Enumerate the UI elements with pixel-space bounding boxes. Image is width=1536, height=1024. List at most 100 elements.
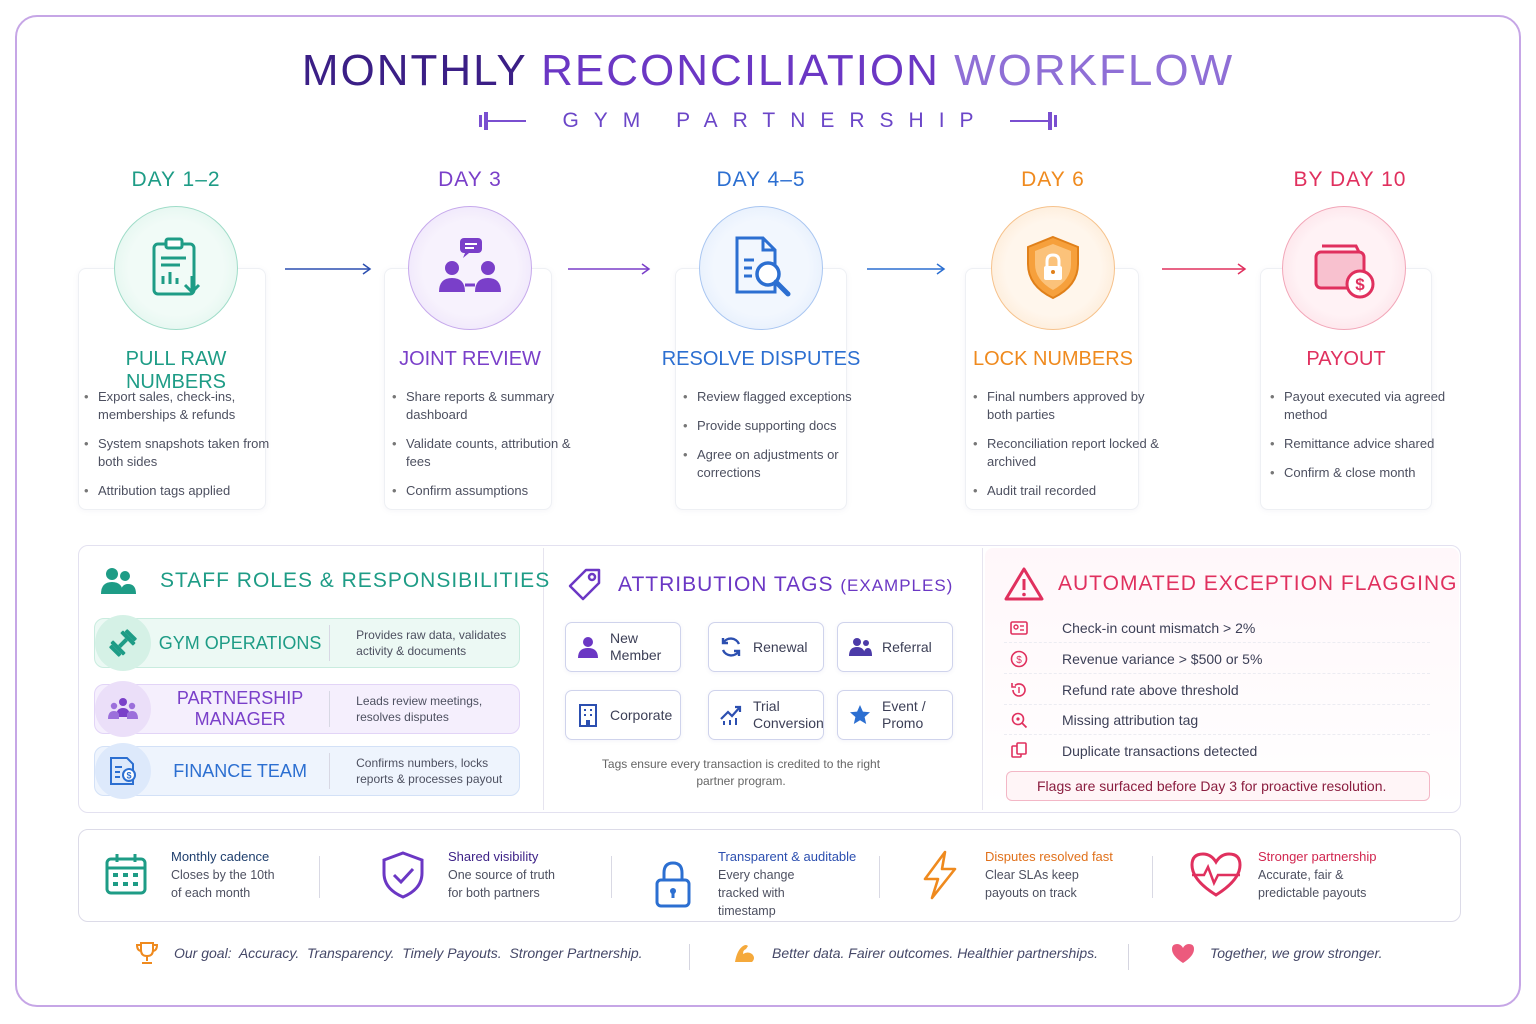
building-icon bbox=[579, 704, 597, 727]
step-bullets: Review flagged exceptions Provide suppor… bbox=[683, 388, 879, 493]
step-bullet: Attribution tags applied bbox=[84, 482, 280, 500]
step-bullet: Share reports & summary dashboard bbox=[392, 388, 588, 424]
arrow-right-icon bbox=[1162, 263, 1247, 275]
benefit-separator bbox=[611, 856, 612, 898]
step-day: DAY 4–5 bbox=[716, 168, 806, 191]
svg-text:$: $ bbox=[1355, 275, 1365, 294]
tag-label: Trial Conversion bbox=[753, 698, 824, 731]
role-name: FINANCE TEAM bbox=[173, 760, 307, 781]
attribution-tags-heading: ATTRIBUTION TAGS (EXAMPLES) bbox=[566, 566, 953, 604]
attribution-tags-title-text: ATTRIBUTION TAGS bbox=[618, 573, 834, 596]
role-gym-operations: GYM OPERATIONS Provides raw data, valida… bbox=[94, 615, 520, 671]
benefit-disputes-resolved: Disputes resolved fast Clear SLAs keep p… bbox=[917, 848, 1113, 902]
tag-label: Corporate bbox=[610, 706, 673, 723]
exception-row: $ Revenue variance > $500 or 5% bbox=[1004, 644, 1430, 674]
tag-label: Referral bbox=[882, 638, 932, 655]
duplicate-icon bbox=[1004, 739, 1034, 763]
section-divider bbox=[543, 548, 544, 810]
benefit-shared-visibility: Shared visibility One source of truth fo… bbox=[380, 848, 566, 902]
page-title: MONTHLY RECONCILIATION WORKFLOW bbox=[0, 46, 1536, 96]
shield-check-icon bbox=[382, 851, 424, 899]
step-day: DAY 1–2 bbox=[131, 168, 221, 191]
step-bullet: Final numbers approved by both parties bbox=[973, 388, 1169, 424]
tag-renewal[interactable]: Renewal bbox=[708, 622, 824, 672]
revenue-icon: $ bbox=[1004, 647, 1034, 671]
step-bullet: Confirm & close month bbox=[1270, 464, 1466, 482]
footer-goal: Our goal: Accuracy. Transparency. Timely… bbox=[134, 940, 643, 966]
role-finance-team: $ FINANCE TEAM Confirms numbers, locks r… bbox=[94, 743, 520, 799]
role-separator bbox=[329, 691, 331, 727]
exception-text: Missing attribution tag bbox=[1062, 711, 1199, 728]
step-title: LOCK NUMBERS bbox=[972, 348, 1134, 370]
role-separator bbox=[329, 753, 331, 789]
exception-text: Check-in count mismatch > 2% bbox=[1062, 619, 1256, 636]
wallet-dollar-icon: $ bbox=[1282, 206, 1406, 330]
benefit-separator bbox=[1152, 856, 1153, 898]
staff-roles-heading: STAFF ROLES & RESPONSIBILITIES bbox=[100, 566, 550, 596]
clipboard-chart-icon bbox=[114, 206, 238, 330]
heart-icon bbox=[1172, 944, 1194, 963]
step-bullet: Agree on adjustments or corrections bbox=[683, 446, 879, 482]
team-icon bbox=[101, 568, 136, 594]
tag-icon bbox=[568, 568, 601, 601]
benefit-description: Accurate, fair & predictable payouts bbox=[1258, 868, 1367, 900]
id-card-icon bbox=[1004, 616, 1034, 640]
document-search-icon bbox=[699, 206, 823, 330]
footer-tagline: Better data. Fairer outcomes. Healthier … bbox=[732, 940, 1098, 966]
trend-up-icon bbox=[720, 705, 742, 725]
benefit-title: Monthly cadence bbox=[171, 849, 270, 864]
benefit-title: Transparent & auditable bbox=[718, 849, 857, 864]
benefit-description: Every change tracked with timestamp bbox=[718, 868, 795, 918]
tag-label: Renewal bbox=[753, 638, 808, 655]
dumbbell-left-icon bbox=[479, 112, 527, 130]
tag-new-member[interactable]: New Member bbox=[565, 622, 681, 672]
exception-panel-background bbox=[985, 548, 1459, 810]
subtitle-text: GYM PARTNERSHIP bbox=[562, 109, 989, 132]
benefit-separator bbox=[879, 856, 880, 898]
staff-roles-title: STAFF ROLES & RESPONSIBILITIES bbox=[160, 569, 551, 592]
tag-trial-conversion[interactable]: Trial Conversion bbox=[708, 690, 824, 740]
step-bullet: Audit trail recorded bbox=[973, 482, 1169, 500]
title-part-monthly: MONTHLY bbox=[301, 46, 527, 95]
tags-note: Tags ensure every transaction is credite… bbox=[601, 757, 881, 788]
step-bullet: Provide supporting docs bbox=[683, 417, 879, 435]
tag-corporate[interactable]: Corporate bbox=[565, 690, 681, 740]
step-bullets: Payout executed via agreed method Remitt… bbox=[1270, 388, 1466, 493]
page-subtitle: GYM PARTNERSHIP bbox=[0, 104, 1536, 138]
exception-row: Missing attribution tag bbox=[1004, 705, 1430, 735]
svg-text:$: $ bbox=[126, 771, 131, 781]
step-bullet: Reconciliation report locked & archived bbox=[973, 435, 1169, 471]
footer-closing: Together, we grow stronger. bbox=[1170, 940, 1383, 966]
tag-label: Event / Promo bbox=[882, 698, 926, 731]
padlock-icon bbox=[655, 861, 691, 908]
footer-text: Better data. Fairer outcomes. Healthier … bbox=[772, 945, 1099, 961]
tag-referral[interactable]: Referral bbox=[837, 622, 953, 672]
benefit-description: One source of truth for both partners bbox=[448, 868, 556, 900]
person-icon bbox=[578, 637, 598, 658]
exception-row: Duplicate transactions detected bbox=[1004, 736, 1430, 766]
benefit-title: Disputes resolved fast bbox=[985, 849, 1113, 864]
tag-event-promo[interactable]: Event / Promo bbox=[837, 690, 953, 740]
footer-separator bbox=[1128, 944, 1129, 970]
exception-flagging-title: AUTOMATED EXCEPTION FLAGGING bbox=[1058, 572, 1458, 595]
lightning-icon bbox=[923, 850, 957, 900]
star-icon bbox=[850, 705, 870, 724]
dumbbell-icon bbox=[95, 615, 151, 671]
warning-icon bbox=[1004, 567, 1044, 601]
footer-text: Our goal: Accuracy. Transparency. Timely… bbox=[174, 945, 643, 961]
people-icon bbox=[849, 638, 872, 656]
step-bullets: Share reports & summary dashboard Valida… bbox=[392, 388, 588, 511]
title-part-workflow: WORKFLOW bbox=[954, 46, 1235, 95]
section-divider bbox=[982, 548, 983, 810]
attribution-tags-title: ATTRIBUTION TAGS (EXAMPLES) bbox=[618, 573, 953, 597]
calendar-icon bbox=[105, 854, 147, 895]
step-title: RESOLVE DISPUTES bbox=[661, 348, 861, 370]
refresh-icon bbox=[721, 637, 741, 657]
step-day: DAY 6 bbox=[1021, 168, 1085, 191]
benefit-stronger-partnership: Stronger partnership Accurate, fair & pr… bbox=[1188, 848, 1388, 902]
step-bullets: Final numbers approved by both parties R… bbox=[973, 388, 1169, 511]
heart-pulse-icon bbox=[1190, 852, 1242, 897]
step-bullet: Review flagged exceptions bbox=[683, 388, 879, 406]
exception-row: Check-in count mismatch > 2% bbox=[1004, 613, 1430, 643]
step-bullets: Export sales, check-ins, memberships & r… bbox=[84, 388, 280, 511]
